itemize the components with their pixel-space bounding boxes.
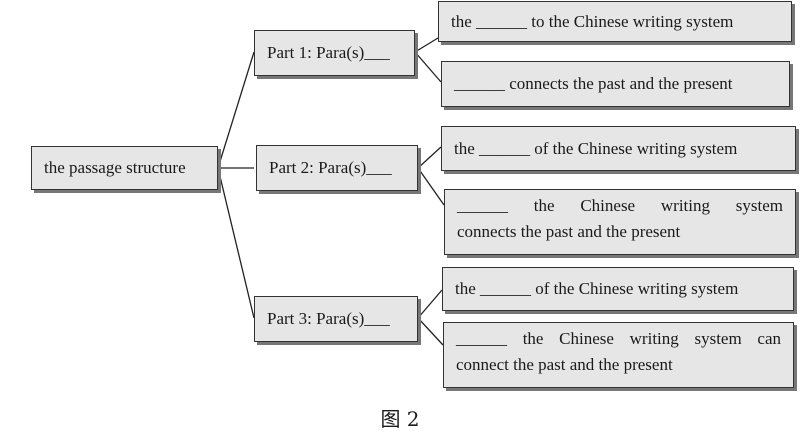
part-3-child-2: ______ the Chinese writing system can co…	[443, 322, 794, 388]
part-2-child-2: ______ the Chinese writing system connec…	[444, 189, 796, 255]
part-1-child-2-text: ______ connects the past and the present	[454, 74, 733, 93]
connector-root-part3	[217, 167, 255, 319]
part-1-child-1: the ______ to the Chinese writing system	[438, 1, 792, 42]
part-3-child-1: the ______ of the Chinese writing system	[442, 267, 794, 311]
part-2-child-2-line-2: connects the past and the present	[457, 222, 681, 241]
connector-part2-child1	[417, 146, 442, 169]
part-3-child-2-line-2: connect the past and the present	[456, 355, 673, 374]
part-3-child-1-text: the ______ of the Chinese writing system	[455, 279, 739, 298]
part-1-node: Part 1: Para(s)___	[254, 30, 415, 76]
part-2-child-2-line-1: ______ the Chinese writing system	[457, 196, 783, 215]
part-2-child-1: the ______ of the Chinese writing system	[441, 126, 796, 171]
connector-part1-child2	[414, 51, 442, 83]
part-2-child-1-text: the ______ of the Chinese writing system	[454, 138, 738, 158]
part-3-node: Part 3: Para(s)___	[254, 296, 418, 342]
connector-part3-child1	[417, 289, 443, 319]
part-1-label: Part 1: Para(s)___	[267, 43, 390, 62]
part-3-label: Part 3: Para(s)___	[267, 309, 390, 328]
connector-root-part1	[217, 51, 255, 169]
part-2-label: Part 2: Para(s)___	[269, 158, 392, 177]
root-node: the passage structure	[31, 146, 218, 190]
root-node-label: the passage structure	[44, 158, 186, 177]
part-1-child-1-text: the ______ to the Chinese writing system	[451, 11, 734, 31]
part-1-child-2: ______ connects the past and the present	[441, 61, 790, 107]
connector-part2-child2	[417, 167, 445, 206]
part-2-node: Part 2: Para(s)___	[256, 145, 418, 191]
part-3-child-2-line-1: ______ the Chinese writing system can	[456, 329, 781, 348]
connector-part3-child2	[417, 317, 444, 346]
figure-caption: 图 2	[380, 407, 420, 431]
connector-part1-child1	[414, 37, 439, 53]
